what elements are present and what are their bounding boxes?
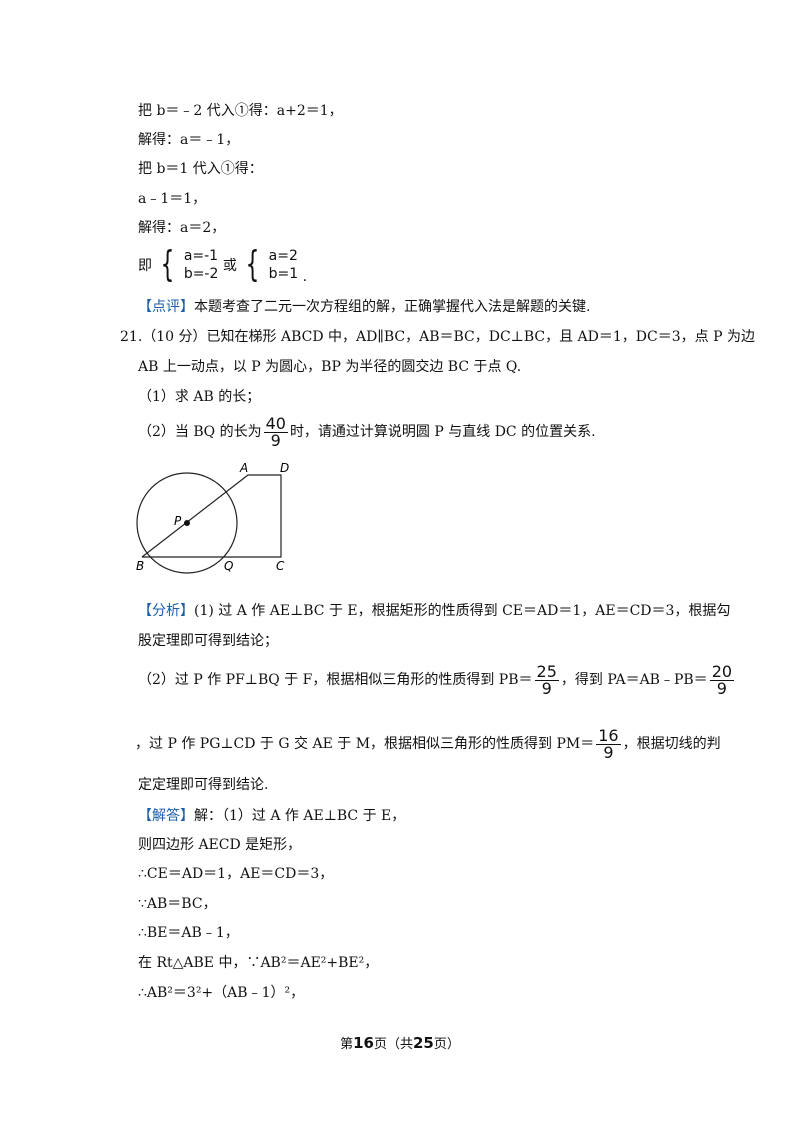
solution-line: ∴CE＝AD＝1，AE＝CD＝3， (138, 866, 334, 882)
text-line: 解得：a＝﹣1， (138, 132, 240, 148)
text-line: 把 b＝1 代入①得： (138, 161, 263, 177)
page-number: 16 (353, 1034, 374, 1052)
system-2-eq-a: a=2 (268, 248, 298, 264)
analysis-text: ，根据切线的判 (622, 736, 721, 752)
problem-question-1: （1）求 AB 的长； (138, 389, 261, 405)
review-line: 【点评】本题考查了二元一次方程组的解，正确掌握代入法是解题的关键. (138, 297, 590, 317)
solution-text: 解：（1）过 A 作 AE⊥BC 于 E， (194, 808, 406, 824)
footer-text: 页（共 (373, 1037, 413, 1052)
fraction-numerator: 25 (534, 661, 559, 681)
fraction-denominator: 9 (716, 678, 727, 698)
solution-line: ∴AB²＝3²+（AB﹣1）²， (138, 985, 305, 1001)
analysis-line-2: 股定理即可得到结论； (138, 633, 278, 649)
problem-line-1: 21.（10 分）已知在梯形 ABCD 中，AD∥BC，AB＝BC，DC⊥BC，… (120, 329, 755, 345)
solution-line: 则四边形 AECD 是矩形， (138, 837, 302, 853)
system-prefix: 即 (138, 258, 152, 274)
fraction-denominator: 9 (270, 430, 281, 450)
solution-line: ∴BE＝AB﹣1， (138, 925, 239, 941)
analysis-line-1: 【分析】(1) 过 A 作 AE⊥BC 于 E，根据矩形的性质得到 CE＝AD＝… (138, 601, 730, 621)
label-d: D (280, 461, 289, 475)
footer-text: 页） (433, 1037, 460, 1052)
analysis-line-5: 定定理即可得到结论. (138, 777, 269, 793)
solution-line-1: 【解答】解：（1）过 A 作 AE⊥BC 于 E， (138, 806, 405, 826)
fraction-denominator: 9 (603, 742, 614, 762)
review-tag: 【点评】 (138, 299, 194, 315)
label-q: Q (224, 559, 233, 573)
analysis-line-4: ，过 P 作 PG⊥CD 于 G 交 AE 于 M，根据相似三角形的性质得到 P… (135, 724, 721, 764)
solution-line: 在 Rt△ABE 中，∵AB²＝AE²+BE²， (138, 955, 379, 971)
system-2-eq-b: b=1 (268, 266, 299, 282)
text-line: 把 b＝﹣2 代入①得：a+2＝1， (138, 103, 343, 119)
brace-icon: { (245, 244, 260, 285)
system-end: . (302, 269, 308, 285)
geometry-figure: A D P B Q C (136, 461, 289, 574)
solution-tag: 【解答】 (138, 808, 194, 824)
system-1: { a=-1 b=-2 (156, 245, 218, 285)
brace-icon: { (161, 244, 175, 285)
q2-pre: （2）当 BQ 的长为 (138, 424, 262, 440)
analysis-text: (1) 过 A 作 AE⊥BC 于 E，根据矩形的性质得到 CE＝AD＝1，AE… (194, 603, 731, 619)
page-total: 25 (413, 1034, 434, 1052)
fraction-numerator: 16 (596, 725, 621, 745)
text-line: a﹣1＝1， (138, 191, 207, 207)
solution-line: ∵AB＝BC， (138, 896, 217, 912)
circle-p (136, 472, 238, 574)
label-a: A (239, 461, 248, 475)
q2-post: 时，请通过计算说明圆 P 与直线 DC 的位置关系. (289, 424, 596, 440)
label-c: C (276, 559, 285, 573)
page-footer: 第16页（共25页） (0, 1033, 800, 1052)
system-2: { a=2 b=1 (241, 245, 298, 285)
equation-system: 即 { a=-1 b=-2 或 { a=2 b=1 . (138, 245, 308, 286)
text-line: 解得：a＝2， (138, 220, 226, 236)
footer-text: 第 (340, 1037, 354, 1052)
analysis-tag: 【分析】 (138, 603, 194, 619)
review-text: 本题考查了二元一次方程组的解，正确掌握代入法是解题的关键. (194, 299, 591, 315)
analysis-text: ，过 P 作 PG⊥CD 于 G 交 AE 于 M，根据相似三角形的性质得到 P… (135, 736, 595, 752)
label-b: B (136, 559, 144, 573)
system-1-eq-b: b=-2 (183, 266, 219, 282)
center-point (184, 520, 190, 526)
analysis-text: ，得到 PA＝AB﹣PB＝ (560, 672, 708, 688)
fraction-denominator: 9 (541, 678, 552, 698)
fraction-numerator: 20 (709, 661, 735, 681)
problem-line-2: AB 上一动点，以 P 为圆心，BP 为半径的圆交边 BC 于点 Q. (138, 359, 522, 375)
system-1-eq-a: a=-1 (183, 248, 219, 264)
trapezoid (141, 474, 282, 558)
label-p: P (174, 514, 182, 528)
system-or: 或 (222, 258, 237, 274)
fraction-numerator: 40 (263, 413, 288, 433)
analysis-text: （2）过 P 作 PF⊥BQ 于 F，根据相似三角形的性质得到 PB＝ (138, 672, 533, 688)
